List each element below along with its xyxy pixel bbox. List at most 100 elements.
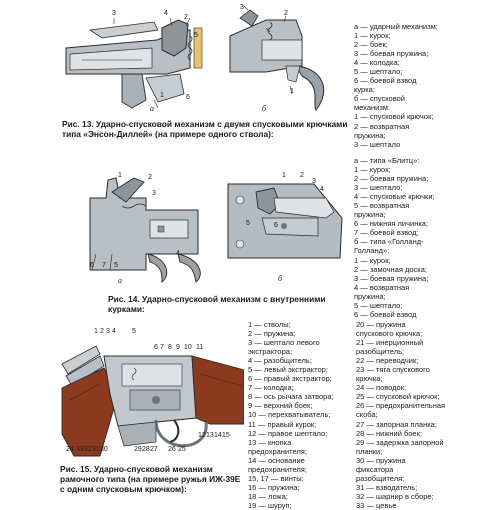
fig15-callout-7: 7 xyxy=(160,344,164,351)
fig13-legend-row: 1 — курок; xyxy=(354,31,391,41)
fig15-legend-row: 28 — нижний боек; xyxy=(356,428,422,438)
fig15-callout-12: 12 xyxy=(198,432,206,439)
fig13-legend-row: 2 — возвратная xyxy=(354,121,410,131)
fig15-legend-row: 6 — правый экстрактор; xyxy=(248,374,332,384)
fig15-callout-28: 28 xyxy=(142,446,150,453)
fig14-callout-3: 3 xyxy=(152,190,156,197)
fig13b-callout-3: 3 xyxy=(240,4,244,11)
fig15-callout-15: 15 xyxy=(222,432,230,439)
fig15-callout-2: 2 xyxy=(100,328,104,335)
fig15-callout-3: 3 xyxy=(106,328,110,335)
fig15-callout-32: 32 xyxy=(84,446,92,453)
fig15-legend-row: 21 — инерционный xyxy=(356,338,424,348)
fig15-legend-row: 1 — стволы; xyxy=(248,320,291,329)
fig15-legend-row: 9 — верхний боек; xyxy=(248,401,313,411)
figure-14-illustration-a xyxy=(86,170,216,284)
fig15-legend-row: 25 — спусковой крючок; xyxy=(356,392,440,402)
figure-15-illustration xyxy=(60,334,244,460)
fig14-legend-row: 4 — спусковые крючки; xyxy=(354,192,435,202)
fig15-legend-row: 22 — переводчик; xyxy=(356,356,419,366)
fig15-callout-8: 8 xyxy=(168,344,172,351)
fig14b-callout-1: 1 xyxy=(282,172,286,179)
fig13-legend-row: 1 — спусковой крючок; xyxy=(354,112,434,122)
fig14b-callout-4: 4 xyxy=(320,186,324,193)
fig15-legend-row: 29 — задержка запорной xyxy=(356,437,444,447)
fig15-callout-24: 24 xyxy=(66,446,74,453)
fig15-legend-row: экстрактора; xyxy=(248,347,293,357)
fig15-callout-25: 25 xyxy=(178,446,186,453)
fig13-caption: Рис. 13. Ударно-спусковой механизм с дву… xyxy=(62,119,348,139)
fig14-legend-row: 5 — шептало; xyxy=(354,300,403,310)
fig15-callout-5: 5 xyxy=(132,328,136,335)
fig14b-callout-6: 6 xyxy=(274,222,278,229)
fig14-legend-row: 5 — возвратная xyxy=(354,201,410,211)
fig14-legend-row: 6 — нижняя личинка; xyxy=(354,219,429,229)
fig14-legend-row: б — типа «Голланд- xyxy=(354,237,424,247)
fig15-legend-right: 20 — пружина спускового крючка; 21 — ине… xyxy=(356,320,445,510)
fig13b-callout-1: 1 xyxy=(290,88,294,95)
fig13-legend-row: 3 — боевая пружина; xyxy=(354,49,429,59)
fig15-legend-row: 31 — взводатель; xyxy=(356,482,418,492)
fig13-legend-row: а — ударный механизм: xyxy=(354,22,438,31)
fig13-callout-4: 4 xyxy=(164,10,168,17)
fig15-legend-row: 14 — основание xyxy=(248,455,305,465)
fig14-callout-2: 2 xyxy=(148,174,152,181)
fig14-legend-row: 3 — боевая пружина; xyxy=(354,273,429,283)
fig15-callout-13: 13 xyxy=(206,432,214,439)
fig15-legend-row: 30 — пружина xyxy=(356,455,406,465)
fig14-legend-row: 2 — замочная доска; xyxy=(354,264,427,274)
figure-13: 3 4 2 5 1 6 а 3 2 1 б Рис. 13. Ударно-сп… xyxy=(0,0,500,150)
fig15-legend-row: планки; xyxy=(356,446,383,456)
fig13-legend-row: б — спусковой xyxy=(354,94,405,104)
fig15-legend-row: 23 — тяга спускового xyxy=(356,365,430,375)
fig15-callout-30: 30 xyxy=(100,446,108,453)
fig13-legend-row: механизм: xyxy=(354,103,391,113)
figure-14-illustration-b xyxy=(222,178,348,266)
fig14-callout-5: 5 xyxy=(114,262,118,269)
fig15-legend-row: предохранителя; xyxy=(248,446,307,456)
fig15-legend-row: 3 — шептало левого xyxy=(248,338,320,348)
fig13-callout-2: 2 xyxy=(184,14,188,21)
fig14-caption: Рис. 14. Ударно-спусковой механизм с вну… xyxy=(108,294,326,314)
fig13-legend-row: 2 — боек; xyxy=(354,40,388,50)
fig13-label-b: б xyxy=(262,104,267,113)
fig14-callout-1: 1 xyxy=(118,172,122,179)
fig14-label-b: б xyxy=(278,274,283,283)
fig14-legend-row: Голланд»: xyxy=(354,246,390,256)
figure-14: 1 2 3 6 7 5 4 а 1 2 3 4 5 6 б Рис. 14. У… xyxy=(0,156,500,319)
fig15-legend-row: предохранителя; xyxy=(248,464,307,474)
fig13-legend-row: курка; xyxy=(354,85,375,95)
fig15-callout-4: 4 xyxy=(112,328,116,335)
fig15-legend-row: 16 — пружина; xyxy=(248,482,300,492)
fig15-callout-31: 31 xyxy=(92,446,100,453)
fig14-legend-row: 4 — возвратная xyxy=(354,282,410,292)
fig13b-callout-2: 2 xyxy=(284,10,288,17)
fig13-legend-row: пружина; xyxy=(354,130,386,140)
figure-13-illustration-a xyxy=(62,8,222,116)
fig13-legend-row: 5 — шептало; xyxy=(354,67,403,77)
fig14-legend-row: 1 — курок; xyxy=(354,165,391,175)
fig15-callout-33: 33 xyxy=(76,446,84,453)
fig15-legend-row: 12 — правое шептало; xyxy=(248,428,328,438)
fig13-callout-6: 6 xyxy=(186,94,190,101)
fig15-callout-9: 9 xyxy=(176,344,180,351)
fig15-legend-row: 4 — разобщитель; xyxy=(248,356,312,366)
fig15-caption: Рис. 15. Ударно-спусковой механизм рамоч… xyxy=(60,464,241,494)
fig14-legend-row: а — типа «Блитц»: xyxy=(354,156,420,165)
fig15-legend-row: 32 — шарнир в сборе; xyxy=(356,491,434,501)
fig15-legend-row: 13 — кнопка xyxy=(248,437,292,447)
fig15-legend-row: 5 — левый экстрактор; xyxy=(248,365,328,375)
fig14-callout-7: 7 xyxy=(102,262,106,269)
fig15-legend-row: 11 — правый курок; xyxy=(248,419,317,429)
fig15-legend-row: 2 — пружина; xyxy=(248,329,296,339)
fig14-callout-6: 6 xyxy=(90,262,94,269)
fig15-callout-29: 29 xyxy=(134,446,142,453)
fig14b-callout-2: 2 xyxy=(300,172,304,179)
fig15-legend-row: 24 — поводок; xyxy=(356,383,407,393)
fig15-legend-row: 7 — колодка; xyxy=(248,383,294,393)
fig15-legend-row: 26 — предохранительная xyxy=(356,401,446,411)
fig14-label-a: а xyxy=(118,276,122,285)
fig15-legend-row: 19 — шуруп; xyxy=(248,500,292,510)
fig15-legend-row: 8 — ось рычага затвора; xyxy=(248,392,334,402)
fig14-legend-row: 3 — шептало; xyxy=(354,183,403,193)
